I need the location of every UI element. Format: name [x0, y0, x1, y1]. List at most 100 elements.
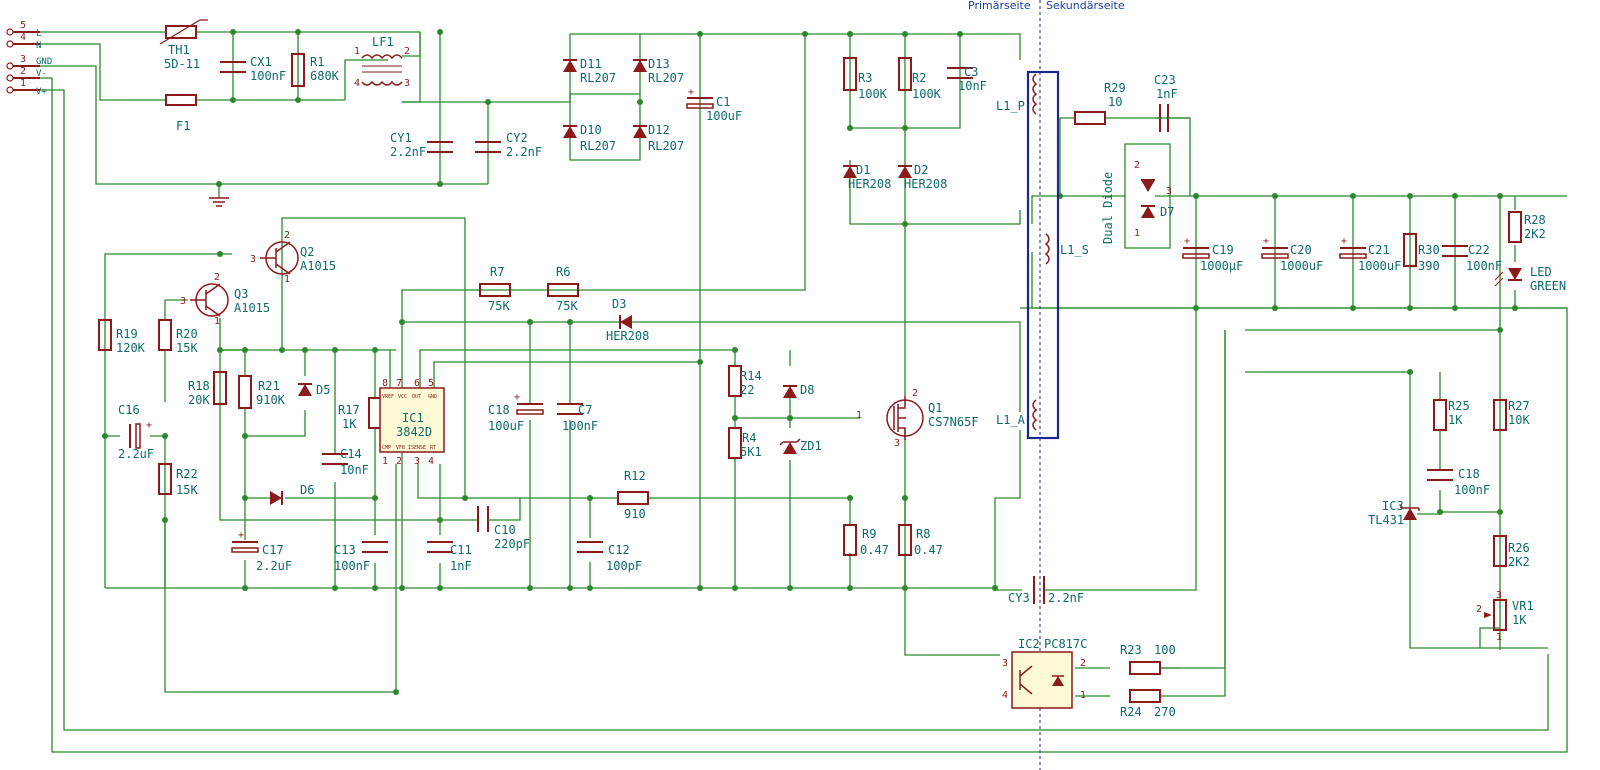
svg-text:D10: D10 [580, 123, 602, 137]
svg-text:2: 2 [1080, 658, 1086, 669]
svg-text:1nF: 1nF [450, 559, 472, 573]
svg-text:100nF: 100nF [1454, 483, 1490, 497]
svg-text:3: 3 [180, 296, 186, 307]
svg-text:100pF: 100pF [606, 559, 642, 573]
svg-text:15K: 15K [176, 483, 198, 497]
svg-text:R23: R23 [1120, 643, 1142, 657]
svg-text:1000uF: 1000uF [1358, 259, 1401, 273]
svg-text:4: 4 [1002, 690, 1008, 701]
svg-text:CX1: CX1 [250, 55, 272, 69]
svg-text:C21: C21 [1368, 243, 1390, 257]
svg-text:HER208: HER208 [848, 177, 891, 191]
svg-text:C18: C18 [1458, 467, 1480, 481]
svg-text:2: 2 [404, 46, 410, 57]
svg-text:GREEN: GREEN [1530, 279, 1566, 293]
svg-text:R29: R29 [1104, 81, 1126, 95]
svg-text:1: 1 [354, 46, 360, 57]
svg-text:R24: R24 [1120, 705, 1142, 719]
svg-text:100K: 100K [912, 87, 942, 101]
svg-text:3842D: 3842D [396, 425, 432, 439]
svg-text:L1_P: L1_P [996, 99, 1025, 113]
earth-ground-symbol [209, 197, 229, 207]
svg-text:+: + [1263, 236, 1269, 247]
dual-diode-D7: 231 D7 Dual Diode [1101, 160, 1174, 244]
svg-text:C20: C20 [1290, 243, 1312, 257]
svg-text:C23: C23 [1154, 73, 1176, 87]
svg-text:C17: C17 [262, 543, 284, 557]
svg-text:100nF: 100nF [562, 419, 598, 433]
svg-text:3: 3 [1166, 186, 1172, 197]
svg-text:Q1: Q1 [928, 401, 942, 415]
svg-text:2K2: 2K2 [1524, 227, 1546, 241]
svg-text:D1: D1 [856, 163, 870, 177]
svg-text:Dual Diode: Dual Diode [1101, 172, 1115, 244]
svg-text:V-: V- [36, 69, 47, 79]
svg-text:RL207: RL207 [580, 139, 616, 153]
svg-text:L1_S: L1_S [1060, 243, 1089, 257]
svg-text:100nF: 100nF [250, 69, 286, 83]
svg-text:R8: R8 [916, 527, 930, 541]
svg-text:VREF: VREF [382, 394, 394, 400]
svg-text:75K: 75K [488, 299, 510, 313]
svg-text:LF1: LF1 [372, 35, 394, 49]
svg-text:C11: C11 [450, 543, 472, 557]
svg-text:1K: 1K [342, 417, 357, 431]
svg-text:RT: RT [430, 445, 436, 451]
svg-text:VFB: VFB [396, 445, 405, 451]
svg-text:D2: D2 [914, 163, 928, 177]
svg-text:1: 1 [1496, 632, 1502, 643]
junctions [102, 29, 1518, 695]
svg-text:R20: R20 [176, 327, 198, 341]
diode-D8: D8 [783, 383, 814, 398]
svg-text:100uF: 100uF [488, 419, 524, 433]
svg-text:5: 5 [428, 378, 434, 389]
svg-text:R30: R30 [1418, 243, 1440, 257]
svg-text:2.2nF: 2.2nF [506, 145, 542, 159]
svg-text:10nF: 10nF [340, 463, 369, 477]
svg-text:Q3: Q3 [234, 287, 248, 301]
svg-text:R2: R2 [912, 71, 926, 85]
svg-text:R3: R3 [858, 71, 872, 85]
svg-text:F1: F1 [176, 119, 190, 133]
svg-text:4: 4 [428, 456, 434, 467]
svg-text:5K1: 5K1 [740, 445, 762, 459]
svg-text:R26: R26 [1508, 541, 1530, 555]
label-primary-side: Primärseite [968, 0, 1031, 12]
svg-text:CY3: CY3 [1008, 591, 1030, 605]
svg-text:2: 2 [1476, 604, 1482, 615]
svg-text:TL431: TL431 [1368, 513, 1404, 527]
svg-text:1K: 1K [1512, 613, 1527, 627]
svg-text:1000µF: 1000µF [1200, 259, 1243, 273]
svg-text:RL207: RL207 [648, 71, 684, 85]
svg-text:RL207: RL207 [580, 71, 616, 85]
svg-text:CS7N65F: CS7N65F [928, 415, 979, 429]
svg-text:OUT: OUT [412, 394, 421, 400]
svg-text:R6: R6 [556, 265, 570, 279]
svg-text:3: 3 [20, 54, 26, 65]
